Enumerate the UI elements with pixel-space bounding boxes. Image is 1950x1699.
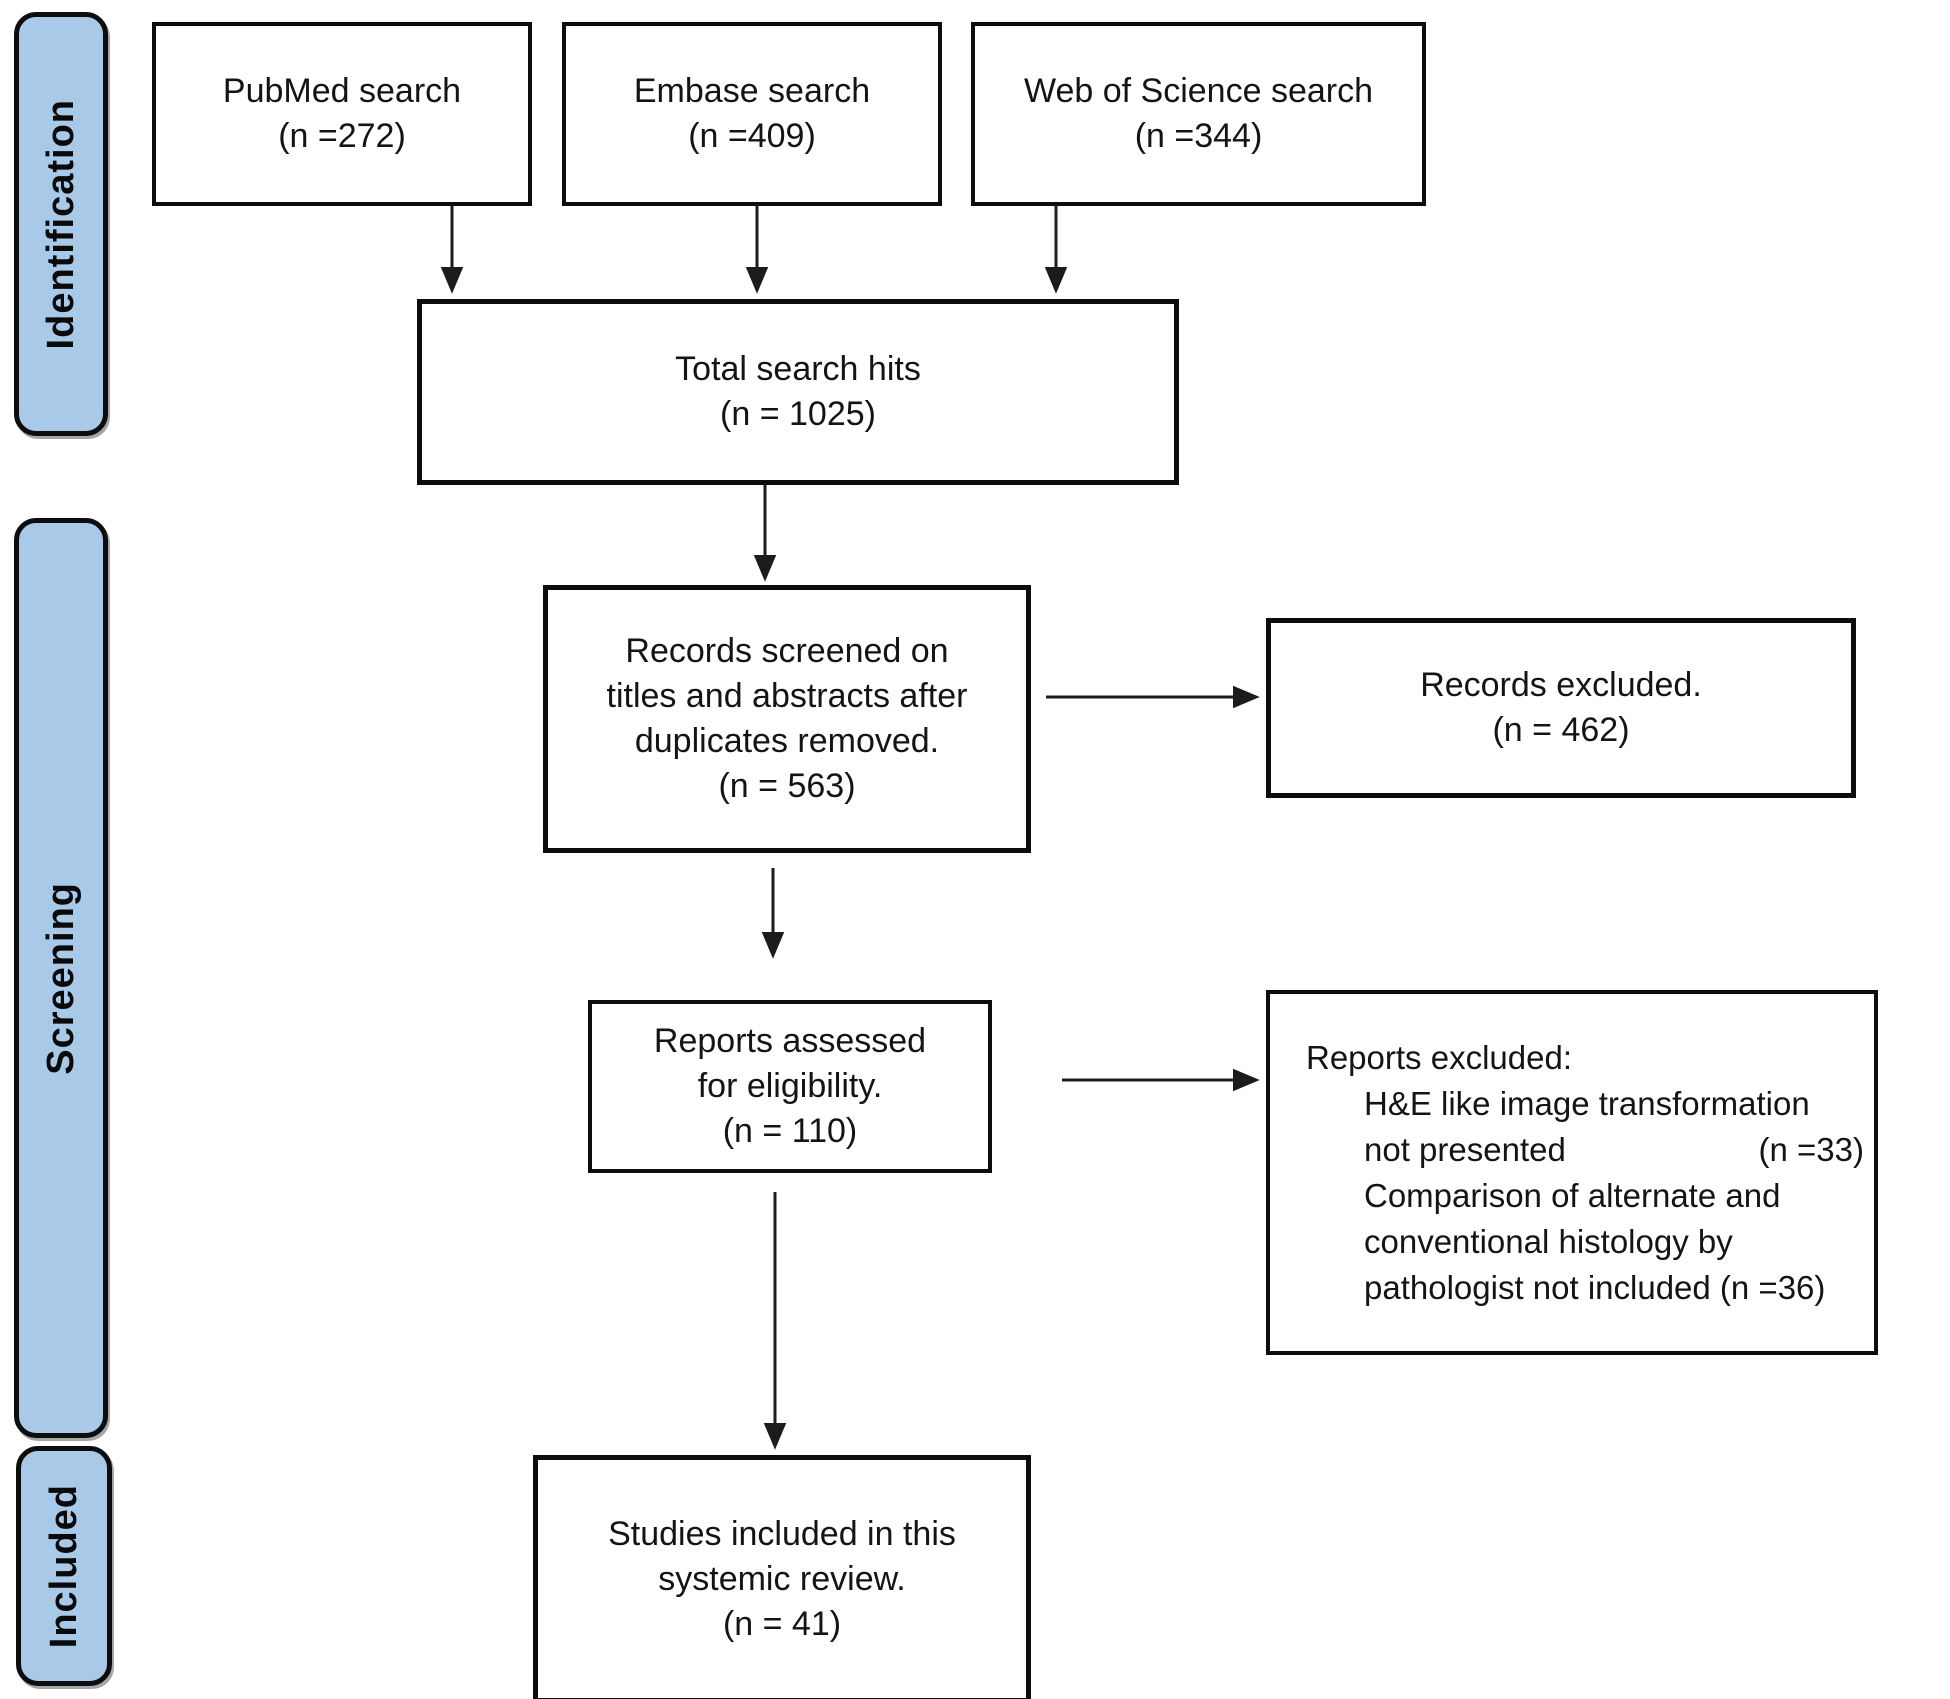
pubmed-search-box: PubMed search (n =272) (152, 22, 532, 206)
box-line: Records excluded. (1420, 666, 1702, 704)
box-line: Studies included in this (608, 1514, 956, 1553)
records-excluded-box: Records excluded. (n = 462) (1266, 618, 1856, 798)
stage-bar-screening: Screening (14, 518, 108, 1438)
box-line: systemic review. (658, 1559, 906, 1598)
exclusion-reason-line: H&E like image transformation (1364, 1084, 1810, 1122)
box-line: Records screened on (625, 632, 949, 670)
box-line: (n = 462) (1492, 711, 1630, 749)
reports-excluded-reasons: H&E like image transformation not presen… (1364, 1081, 1864, 1311)
box-line: (n = 110) (722, 1112, 858, 1150)
box-line: duplicates removed. (634, 722, 940, 760)
box-line: for eligibility. (697, 1067, 883, 1105)
exclusion-reason-line: pathologist not included (n =36) (1364, 1268, 1826, 1306)
total-search-hits-box: Total search hits (n = 1025) (417, 299, 1179, 485)
exclusion-reason-text: not presented (1364, 1130, 1566, 1168)
stage-label-screening: Screening (39, 881, 82, 1075)
exclusion-reason-line: not presented (n =33) (1364, 1127, 1864, 1173)
reports-assessed-box: Reports assessed for eligibility. (n = 1… (588, 1000, 992, 1173)
exclusion-reason-line: conventional histology by (1364, 1222, 1733, 1260)
box-line: (n =409) (688, 117, 816, 155)
embase-search-box: Embase search (n =409) (562, 22, 942, 206)
reports-excluded-title: Reports excluded: (1306, 1038, 1572, 1076)
box-line: (n = 563) (718, 767, 856, 805)
reports-excluded-box: Reports excluded: H&E like image transfo… (1266, 990, 1878, 1355)
box-line: (n =344) (1134, 117, 1263, 155)
studies-included-box: Studies included in this systemic review… (533, 1455, 1031, 1699)
stage-label-identification: Identification (39, 98, 82, 350)
stage-bar-identification: Identification (14, 12, 108, 436)
box-line: Total search hits (675, 350, 921, 388)
stage-label-included: Included (42, 1483, 85, 1649)
stage-bar-included: Included (16, 1446, 112, 1686)
box-line: (n =272) (278, 117, 406, 155)
box-line: (n = 1025) (720, 395, 876, 433)
box-line: (n = 41) (722, 1604, 842, 1643)
box-line: Web of Science search (1024, 72, 1373, 110)
exclusion-reason-count: (n =33) (1758, 1130, 1864, 1168)
records-screened-box: Records screened on titles and abstracts… (543, 585, 1031, 853)
box-line: PubMed search (222, 72, 462, 110)
box-line: titles and abstracts after (606, 677, 968, 715)
box-line: Embase search (633, 72, 871, 110)
exclusion-reason-line: Comparison of alternate and (1364, 1176, 1781, 1214)
web-of-science-search-box: Web of Science search (n =344) (971, 22, 1426, 206)
box-line: Reports assessed (653, 1022, 927, 1060)
